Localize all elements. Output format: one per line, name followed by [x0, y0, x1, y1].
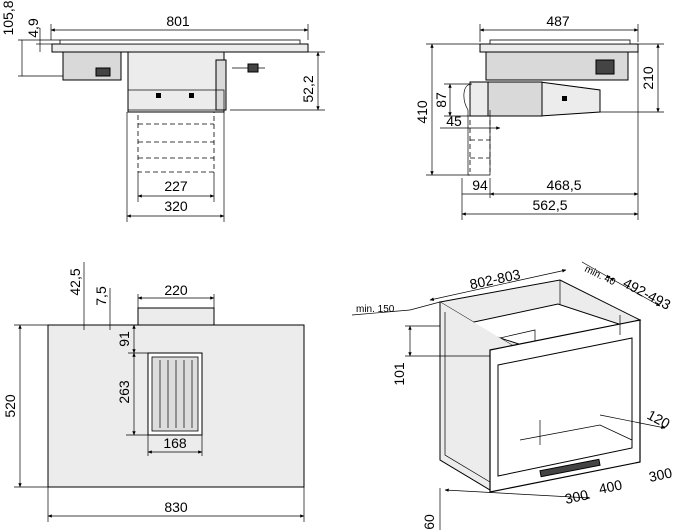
top-depth-label: 520	[2, 394, 18, 418]
side-total-height-label: 105,8	[0, 0, 16, 35]
top-vent-offset-label: 91	[116, 331, 132, 347]
top-vent-height-label: 263	[116, 380, 132, 404]
top-edge-offset-label: 42,5	[67, 268, 83, 295]
duct-top	[137, 307, 215, 326]
top-duct-width-label: 220	[164, 282, 188, 298]
hob-glass-plate	[51, 43, 309, 53]
install-floor-c-label: 300	[647, 464, 673, 485]
fan-unit	[127, 51, 225, 113]
pipe-outline	[463, 83, 491, 176]
depth-total-height-label: 410	[414, 100, 430, 124]
connector	[95, 67, 111, 77]
side-glass-label: 4,9	[25, 18, 41, 38]
depth-view: 487 210 410 87 45 94	[414, 13, 664, 220]
install-min-side-label: min. 40	[583, 264, 618, 288]
side-width-label: 801	[166, 13, 190, 29]
install-min-back-label: min. 150	[356, 304, 395, 315]
install-floor-a-label: 300	[563, 486, 589, 507]
install-clearance-label: 120	[645, 407, 673, 432]
plinth-vent	[539, 458, 601, 478]
depth-unit-height-label: 210	[640, 66, 656, 90]
top-vent-width-label: 168	[163, 435, 187, 451]
hob-top-frame	[59, 39, 301, 45]
clip	[247, 63, 259, 73]
side-view: 801 105,8 4,9 52,2 227	[0, 0, 325, 222]
side-inner-width-label: 227	[164, 178, 188, 194]
side-motor-depth-label: 52,2	[300, 75, 316, 102]
install-view: min. 150 802-803 min. 40 492-493 101 120…	[351, 261, 674, 530]
depth-pipe-height-label: 87	[433, 92, 449, 108]
side-outer-width-label: 320	[164, 198, 188, 214]
fan-unit-side	[215, 59, 227, 111]
install-cutout-depth-label: 492-493	[621, 275, 674, 313]
install-floor-b-label: 400	[597, 476, 623, 497]
hob-glass-plate-side	[479, 43, 639, 53]
depth-depth-label: 468,5	[546, 177, 581, 193]
top-inner-offset-label: 7,5	[93, 286, 109, 306]
install-drop-label: 101	[391, 362, 407, 386]
install-plinth-label: 60	[421, 514, 437, 530]
control-box	[62, 51, 122, 81]
depth-depth-total-label: 562,5	[532, 197, 567, 213]
depth-pipe-depth-label: 94	[472, 177, 488, 193]
top-width-label: 830	[164, 499, 188, 515]
depth-width-label: 487	[546, 13, 570, 29]
top-view: 220 42,5 7,5 91 263 168 520 830	[2, 262, 305, 522]
depth-pipe-offset-label: 45	[446, 113, 462, 129]
